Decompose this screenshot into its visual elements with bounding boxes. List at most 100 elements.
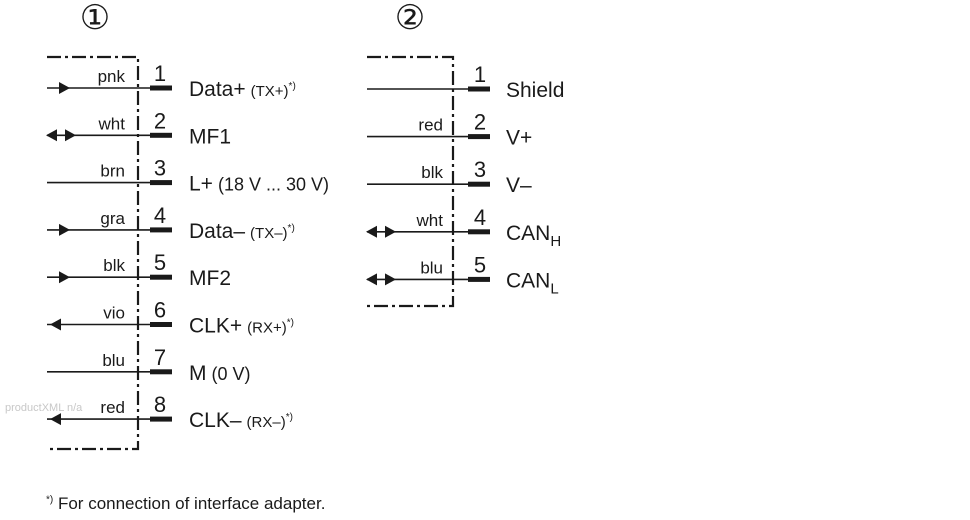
pin-number: 4: [154, 203, 166, 228]
pin-number: 5: [474, 252, 486, 277]
signal-note: (TX–): [250, 225, 288, 242]
signal-name: V–: [506, 174, 532, 197]
signal-name: CLK–: [189, 409, 242, 432]
signal-label: MF2: [189, 267, 231, 290]
pin-contact: [150, 227, 172, 233]
pin-contact: [150, 274, 172, 280]
wire-color-label: vio: [103, 304, 125, 323]
pin-number: 8: [154, 392, 166, 417]
signal-label: Data+(TX+)*): [189, 78, 296, 101]
signal-name: CLK+: [189, 315, 242, 338]
pin-contact: [468, 134, 490, 140]
footnote-ref: *): [287, 318, 294, 329]
signal-label: CLK+ (RX+)*): [189, 315, 294, 338]
arrow-left-icon: [366, 225, 377, 238]
pin-contact: [468, 276, 490, 282]
arrow-in-icon: [59, 223, 70, 236]
pin-row-3: brn 3L+(18 V ... 30 V): [47, 156, 329, 196]
footnote-ref: *): [289, 81, 296, 92]
pin-number: 5: [154, 250, 166, 275]
pin-number: 2: [154, 108, 166, 133]
wire-color-label: blk: [103, 256, 125, 275]
arrow-right-icon: [385, 225, 396, 238]
signal-name: L+: [189, 173, 213, 196]
arrow-left-icon: [366, 273, 377, 286]
signal-note: (RX+): [247, 320, 287, 337]
pin-contact: [468, 181, 490, 187]
connector-1-frame: [47, 55, 140, 451]
signal-label: CLK–(RX–)*): [189, 409, 293, 432]
signal-subscript: L: [550, 280, 558, 297]
signal-label: M(0 V): [189, 362, 251, 385]
pin-number: 3: [474, 157, 486, 182]
arrow-out-icon: [50, 318, 61, 331]
pin-row-2: red 2V+: [367, 110, 532, 150]
signal-note: (0 V): [212, 364, 251, 384]
pin-number: 2: [474, 110, 486, 135]
signal-note: (TX+): [251, 83, 289, 100]
pin-contact: [150, 369, 172, 375]
wire-color-label: blu: [102, 351, 125, 370]
signal-name: CAN: [506, 222, 550, 245]
wire-color-label: pnk: [98, 67, 126, 86]
wire-color-label: wht: [416, 211, 444, 230]
signal-label: Data–(TX–)*): [189, 220, 295, 243]
pin-contact: [150, 416, 172, 422]
signal-label: V+: [506, 127, 532, 150]
signal-name: MF2: [189, 267, 231, 290]
wire-color-label: blk: [421, 163, 443, 182]
pin-number: 6: [154, 298, 166, 323]
signal-name: Data–: [189, 220, 245, 243]
pin-row-3: blk 3V–: [367, 157, 532, 197]
signal-label: Shield: [506, 79, 564, 102]
pin-number: 1: [154, 61, 166, 86]
footnote-ref: *): [286, 412, 293, 423]
footnote-mark: *): [46, 494, 54, 506]
pin-number: 1: [474, 62, 486, 87]
signal-name: V+: [506, 127, 532, 150]
footnote-text: For connection of interface adapter.: [57, 494, 326, 513]
signal-label: V–: [506, 174, 532, 197]
signal-name: Shield: [506, 79, 564, 102]
wire-color-label: red: [100, 398, 125, 417]
pin-number: 4: [474, 205, 486, 230]
wire-color-label: wht: [98, 114, 126, 133]
pin-number: 7: [154, 345, 166, 370]
wire-color-label: gra: [100, 209, 125, 228]
wire-color-label: red: [418, 116, 443, 135]
pin-contact: [150, 132, 172, 138]
connector-2-marker: ②: [395, 0, 425, 37]
watermark: productXML n/a: [5, 402, 83, 414]
signal-label: L+(18 V ... 30 V): [189, 173, 329, 196]
signal-name: MF1: [189, 125, 231, 148]
pin-contact: [150, 85, 172, 91]
footnote: *) For connection of interface adapter.: [46, 494, 325, 514]
signal-name: M: [189, 362, 207, 385]
signal-note: (18 V ... 30 V): [218, 175, 329, 195]
arrow-right-icon: [65, 129, 76, 142]
pin-contact: [150, 180, 172, 186]
arrow-in-icon: [59, 271, 70, 284]
pin-contact: [468, 229, 490, 235]
pin-contact: [468, 86, 490, 92]
wire-color-label: brn: [100, 162, 125, 181]
signal-label: CANL: [506, 269, 559, 297]
arrow-right-icon: [385, 273, 396, 286]
signal-name: CAN: [506, 269, 550, 292]
signal-label: CANH: [506, 222, 561, 250]
pin-number: 3: [154, 156, 166, 181]
connector-2-frame: [367, 55, 455, 308]
connector-1-marker: ①: [80, 0, 110, 37]
